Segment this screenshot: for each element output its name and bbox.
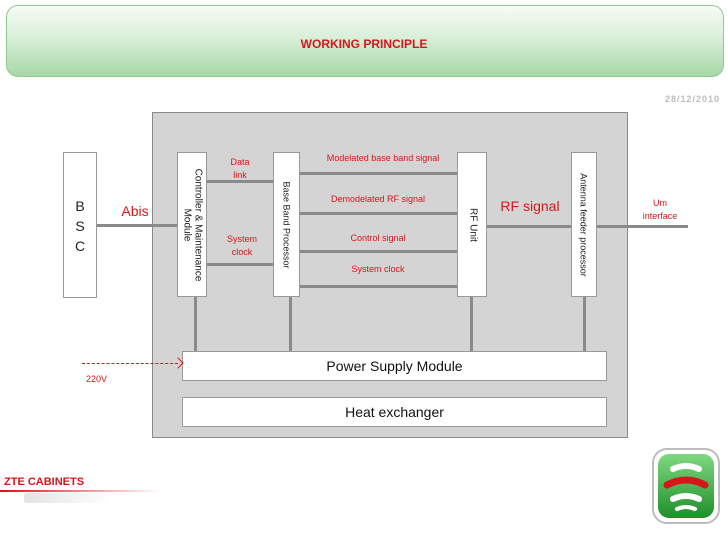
zte-cabinet-logo-icon — [651, 447, 721, 525]
system-clock-label-2: clock — [231, 247, 253, 257]
antenna-label: Antenna feeder processor — [578, 173, 589, 277]
demodulated-signal-label: Demodelated RF signal — [330, 194, 426, 204]
footer-title: ZTE CABINETS — [4, 476, 85, 488]
um-interface-label-1: Um — [653, 198, 667, 208]
data-link-line — [207, 180, 273, 183]
um-interface-label-2: interface — [642, 211, 678, 221]
baseband-block — [273, 152, 300, 297]
bsc-block: B S C — [63, 152, 97, 298]
system-clock-line-left — [207, 263, 273, 266]
bsc-letter-s: S — [75, 218, 85, 234]
power-input-arrow — [82, 363, 178, 364]
heat-exchanger: Heat exchanger — [182, 397, 607, 427]
rf-unit-block — [457, 152, 487, 297]
baseband-label: Base Band Processor — [281, 181, 292, 269]
control-signal-line — [300, 250, 457, 253]
demodulated-signal-line — [300, 212, 457, 215]
system-clock-bus-line — [300, 285, 457, 288]
modulated-signal-label: Modelated base band signal — [326, 153, 440, 163]
system-clock-label-1: System — [226, 234, 257, 244]
rf-unit-label: RF Unit — [467, 208, 479, 242]
control-signal-label: Control signal — [350, 233, 406, 243]
rf-signal-label: RF signal — [500, 198, 560, 214]
rf-signal-line — [487, 225, 571, 228]
abis-link-line — [97, 224, 177, 227]
power-supply-module: Power Supply Module — [182, 351, 607, 381]
controller-block — [177, 152, 207, 297]
antenna-block — [571, 152, 597, 297]
baseband-power-line — [289, 297, 292, 351]
bsc-letter-b: B — [75, 198, 85, 214]
footer-underline — [0, 490, 160, 492]
data-link-label-2: link — [233, 170, 247, 180]
rf-unit-power-line — [470, 297, 473, 351]
voltage-label: 220V — [86, 374, 108, 384]
bsc-letter-c: C — [74, 238, 86, 254]
antenna-power-line — [583, 297, 586, 351]
controller-power-line — [194, 297, 197, 351]
um-interface-line — [597, 225, 688, 228]
title-banner — [6, 5, 724, 77]
abis-label: Abis — [121, 203, 149, 219]
data-link-label-1: Data — [230, 157, 250, 167]
system-clock-bus-label: System clock — [351, 264, 405, 274]
modulated-signal-line — [300, 172, 457, 175]
equipment-panel — [152, 112, 628, 438]
slide-date: 28/12/2010 — [664, 94, 720, 104]
footer-subtitle-faded — [24, 493, 112, 503]
controller-label: Controller & Maintenance Module — [181, 168, 205, 282]
slide-title: WORKING PRINCIPLE — [300, 37, 428, 51]
